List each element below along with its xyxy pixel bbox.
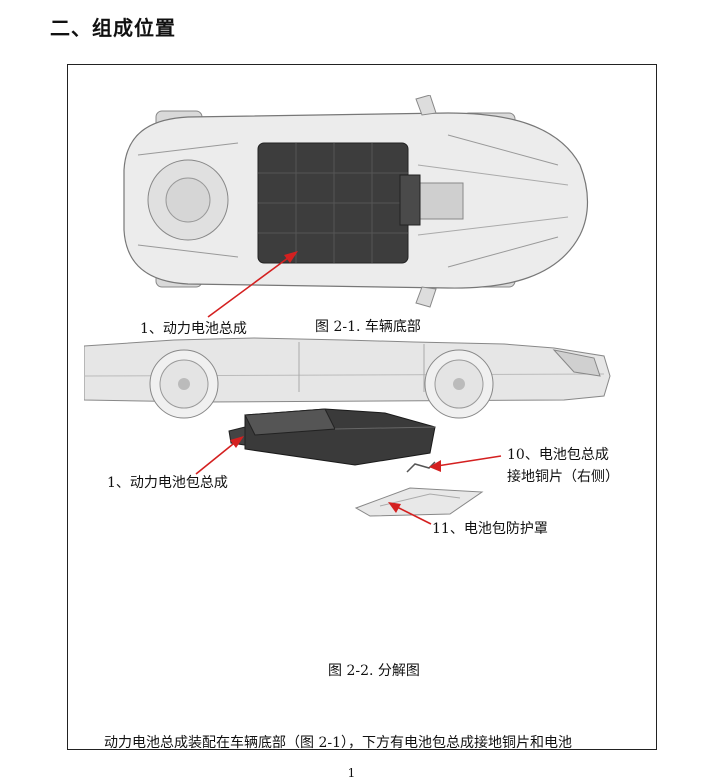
- figure-2-2-caption: 图 2-2. 分解图: [328, 663, 420, 679]
- callout-protective-cover: 11、电池包防护罩: [432, 521, 548, 537]
- page-number: 1: [347, 766, 356, 780]
- callout-ground-strip-line2: 接地铜片（右侧）: [507, 469, 619, 485]
- vehicle-underbody-illustration: [123, 95, 589, 308]
- battery-protective-cover: [354, 487, 484, 517]
- figure-frame: [67, 64, 657, 750]
- battery-pack-exploded: [228, 408, 436, 466]
- callout-arrow-fig1: [207, 251, 298, 318]
- figure-2-1-caption: 图 2-1. 车辆底部: [315, 319, 421, 335]
- body-paragraph: 动力电池总成装配在车辆底部（图 2-1），下方有电池包总成接地铜片和电池: [104, 735, 572, 751]
- section-heading: 二、组成位置: [50, 16, 176, 40]
- ground-copper-strip: [406, 461, 436, 473]
- vehicle-side-illustration: [84, 337, 611, 419]
- callout-arrow-copper-strip: [429, 455, 502, 472]
- callout-arrow-battery-pack: [195, 436, 244, 475]
- callout-ground-strip-line1: 10、电池包总成: [507, 447, 609, 463]
- callout-arrow-cover: [388, 502, 432, 525]
- callout-battery-assembly: 1、动力电池总成: [140, 321, 247, 337]
- callout-battery-pack-assembly: 1、动力电池包总成: [107, 475, 228, 491]
